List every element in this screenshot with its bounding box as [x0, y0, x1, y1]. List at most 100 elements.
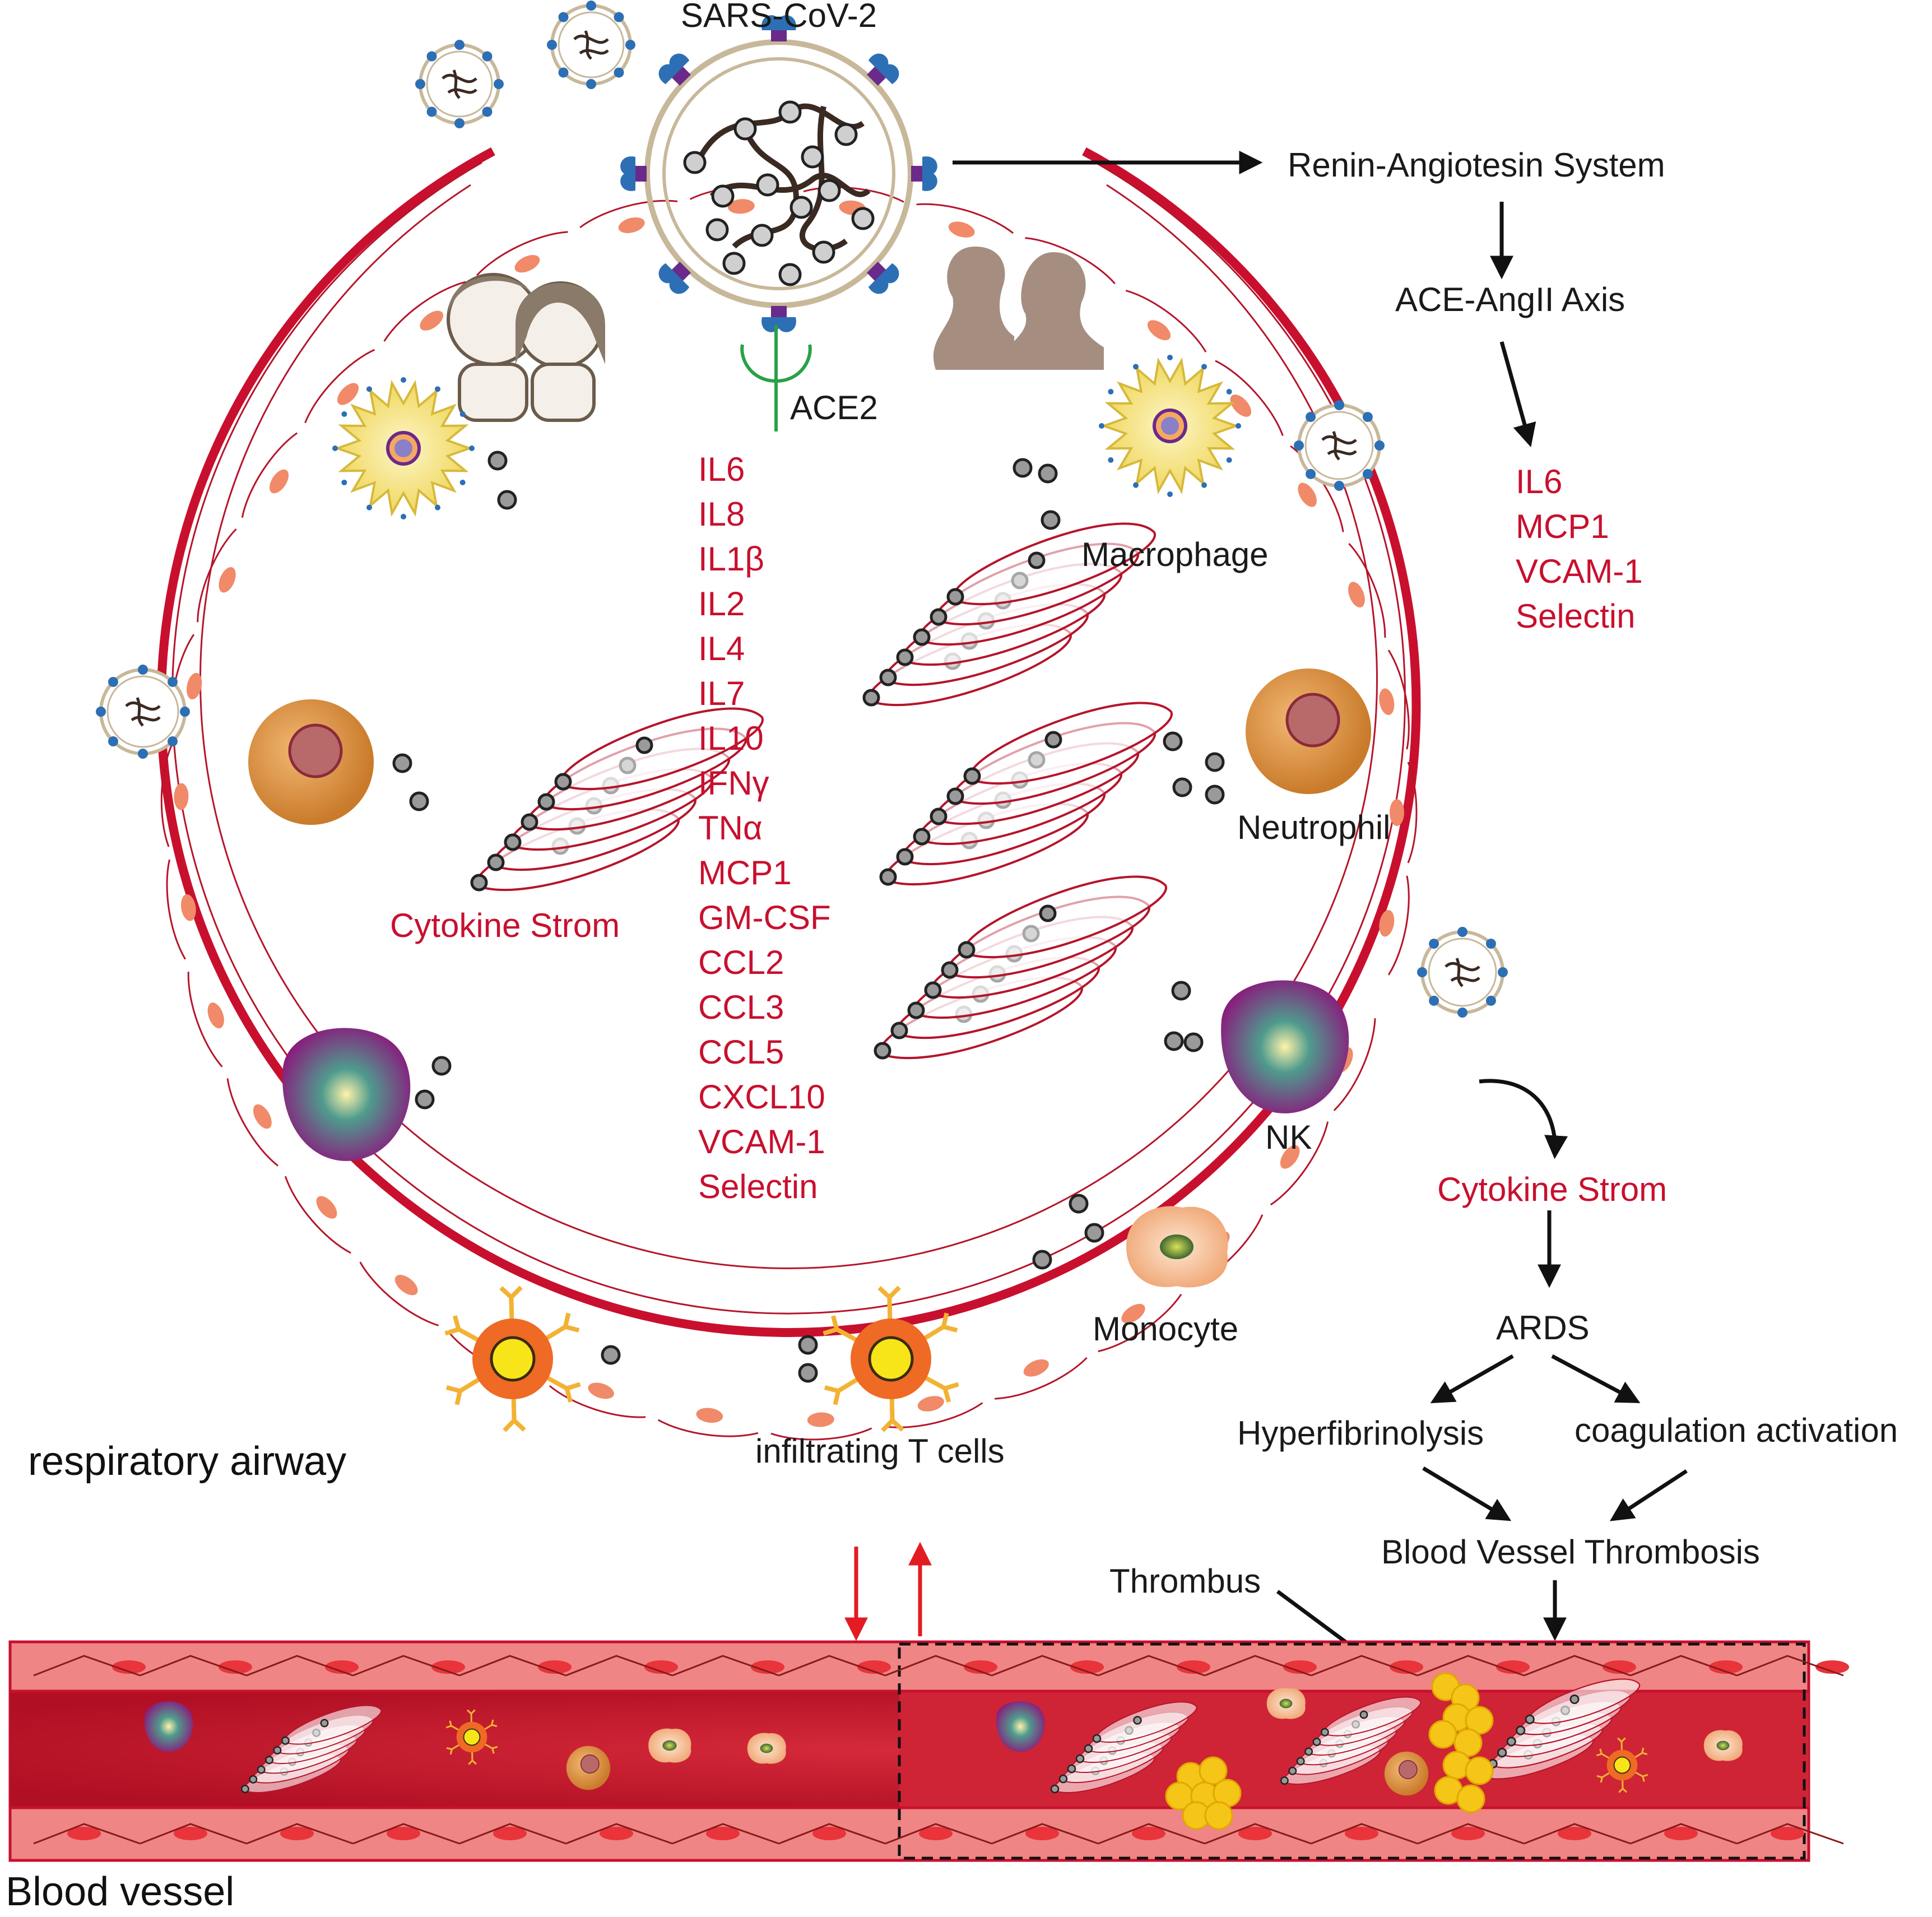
t-cell [444, 1285, 581, 1432]
rna-bead [801, 145, 824, 169]
cytokine-item: CCL3 [698, 988, 784, 1026]
vessel-wall-cell [964, 1660, 997, 1674]
spike-protein [911, 156, 937, 191]
lumen-contents [144, 1672, 1743, 1830]
immune-cells [248, 355, 1371, 1806]
coil-bead [896, 648, 914, 666]
coil-bead [862, 689, 880, 707]
coil-bead [554, 773, 572, 791]
coil-bead [281, 1736, 290, 1745]
coil-bead [1058, 1774, 1068, 1784]
rna-bead [778, 263, 802, 286]
coil-bead [504, 833, 522, 851]
coil-bead [1067, 1764, 1076, 1774]
storm-coil [879, 702, 1173, 886]
coil-bead [1516, 1725, 1526, 1735]
neutrophil-cell [566, 1746, 611, 1790]
epithelial-cell [1390, 762, 1418, 864]
coil-bead [924, 981, 942, 999]
coil-bead [1569, 1694, 1580, 1705]
small-virus [415, 40, 504, 128]
cytokine-item: VCAM-1 [698, 1123, 825, 1161]
hyperfibrinolysis-label: Hyperfibrinolysis [1237, 1414, 1484, 1452]
cytokine-dot [392, 753, 412, 773]
coil-bead [1050, 1784, 1060, 1794]
rna-bead [705, 218, 729, 242]
coil-bead [257, 1765, 266, 1774]
storm-coil [240, 1705, 382, 1794]
storm-coil [470, 707, 764, 892]
vessel-wall-cell [1025, 1827, 1059, 1840]
small-virus [1417, 927, 1508, 1018]
vessel-wall-cell [325, 1660, 359, 1674]
cytokine-item: IL7 [698, 675, 745, 712]
coil-bead [1044, 731, 1062, 749]
rna-bead [750, 224, 774, 247]
coil-bead [1028, 551, 1046, 569]
epithelial-cell [884, 1396, 983, 1428]
nk-label: NK [1265, 1118, 1312, 1156]
nk-cell [1221, 980, 1349, 1113]
coil-bead [249, 1775, 258, 1784]
rna-bead [851, 207, 875, 230]
coil-bead [1506, 1737, 1516, 1747]
coil-bead [930, 807, 948, 825]
vessel-wall-cell [919, 1827, 953, 1840]
epithelial-cell [226, 1078, 278, 1167]
coil-bead [913, 628, 931, 646]
vessel-wall-cell [387, 1827, 420, 1840]
storm-coil [1479, 1678, 1640, 1780]
cytokine-item: TNα [698, 809, 763, 847]
coil-bead [946, 787, 964, 805]
coil-bead [930, 608, 948, 626]
cytokine-dot [1205, 785, 1225, 805]
epithelial-cell [359, 1261, 439, 1326]
vessel-wall-cell [112, 1660, 146, 1674]
ace2-receptor [740, 325, 812, 431]
vessel-wall-cell [1177, 1660, 1210, 1674]
cytokine-dot [1171, 981, 1191, 1001]
monocyte-cell [1126, 1206, 1228, 1288]
cytokine-item: GM-CSF [698, 899, 831, 936]
spike-protein [761, 15, 796, 41]
vessel-wall-cell [751, 1660, 784, 1674]
nk-cell [996, 1701, 1045, 1752]
monocyte-cell [1703, 1730, 1743, 1761]
thrombus-cluster [1165, 1756, 1242, 1830]
vessel-wall-cell [857, 1660, 891, 1674]
coil-bead [907, 1001, 925, 1019]
epithelial-cell [1125, 290, 1207, 352]
coil-bead [240, 1785, 249, 1794]
coil-bead [487, 853, 505, 871]
vessel-wall-cell [1771, 1827, 1804, 1840]
nk-cell [282, 1028, 411, 1161]
vessel-wall-cell [1238, 1827, 1272, 1840]
vessel-wall-cell [67, 1827, 101, 1840]
cytokine-dot [1183, 1032, 1204, 1052]
vessel-wall-cell [1558, 1827, 1591, 1840]
thrombus-label: Thrombus [1109, 1562, 1261, 1600]
cytokine-dot [1164, 1031, 1184, 1051]
vessel-wall-cell [600, 1827, 633, 1840]
cytokine-item: IL2 [698, 585, 745, 623]
small-virus [547, 1, 635, 89]
t-cells-label: infiltrating T cells [755, 1432, 1005, 1470]
thrombosis-label: Blood Vessel Thrombosis [1381, 1533, 1760, 1571]
vessel-wall-cell [538, 1660, 572, 1674]
vessel-wall-cell [280, 1827, 314, 1840]
epithelial-cell [1215, 360, 1284, 437]
cytokine-dot [601, 1345, 621, 1365]
coil-bead [941, 961, 959, 979]
cytokine-dot [798, 1363, 818, 1383]
t-cell [445, 1709, 498, 1765]
small-viruses [96, 1, 1508, 1018]
neutrophil-cell [1384, 1751, 1429, 1796]
coil-bead [890, 1022, 908, 1039]
axis-label: ACE-AngII Axis [1395, 281, 1625, 318]
storm-coil [1050, 1701, 1197, 1794]
storm-coil [1280, 1696, 1421, 1785]
monocyte-cell [648, 1728, 691, 1763]
neutrophil-label: Neutrophil [1237, 809, 1391, 846]
cytokine-dot [1163, 731, 1183, 751]
coil-bead [879, 669, 897, 686]
